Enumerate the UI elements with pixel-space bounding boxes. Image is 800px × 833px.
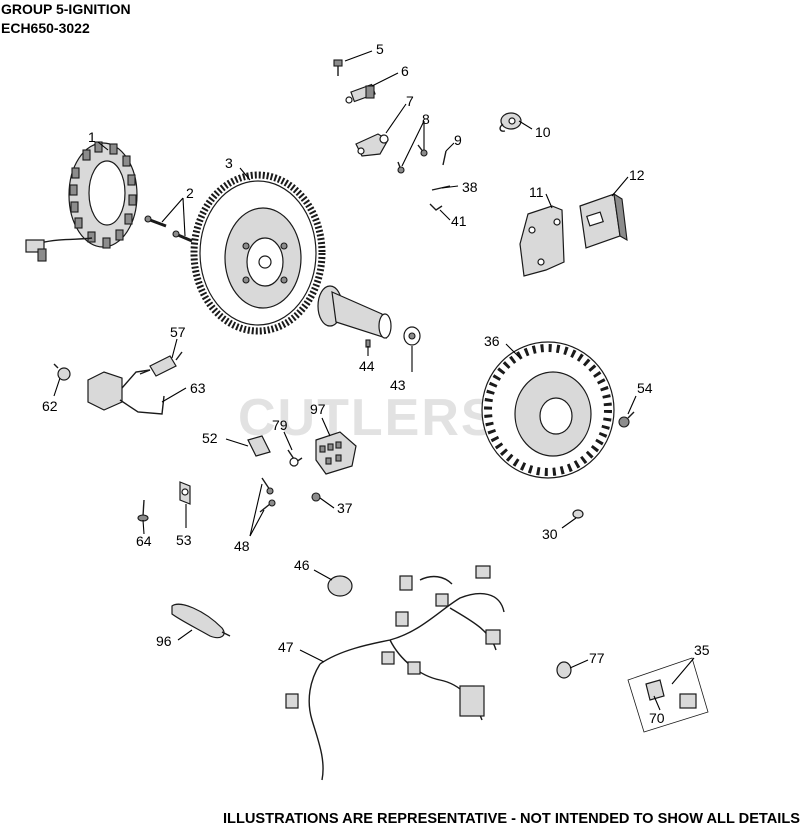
- callout-9: 9: [454, 132, 462, 148]
- part-1-stator: [25, 141, 138, 262]
- part-96-strap: [171, 603, 231, 639]
- part-97-rectifier: [315, 431, 357, 475]
- callout-12: 12: [629, 167, 645, 183]
- part-11-mounting-bracket: [519, 205, 565, 277]
- callout-47: 47: [278, 639, 294, 655]
- part-41-clip: [429, 203, 443, 211]
- callout-5: 5: [376, 41, 384, 57]
- part-2-screws: [144, 215, 193, 243]
- callout-79: 79: [272, 417, 288, 433]
- part-7-bracket: [355, 133, 389, 157]
- callout-46: 46: [294, 557, 310, 573]
- callout-7: 7: [406, 93, 414, 109]
- callout-41: 41: [451, 213, 467, 229]
- part-8-screws: [397, 144, 428, 174]
- part-46-grommet: [327, 575, 353, 597]
- part-6-sensor: [345, 83, 376, 104]
- callout-37: 37: [337, 500, 353, 516]
- watermark: CUTLERS: [238, 389, 498, 447]
- callout-77: 77: [589, 650, 605, 666]
- part-54-nut: [618, 411, 635, 428]
- part-38-clip: [431, 185, 451, 191]
- part-44-key: [365, 339, 371, 348]
- callout-44: 44: [359, 358, 375, 374]
- part-30-cap: [572, 509, 584, 519]
- part-57-spark-plug: [139, 351, 183, 377]
- leader-lines: [53, 50, 695, 711]
- disclaimer-footer: ILLUSTRATIONS ARE REPRESENTATIVE - NOT I…: [223, 811, 800, 827]
- callout-52: 52: [202, 430, 218, 446]
- part-62-clip: [53, 363, 71, 381]
- callout-63: 63: [190, 380, 206, 396]
- part-5-bolt: [333, 59, 343, 76]
- callout-70: 70: [649, 710, 665, 726]
- callout-64: 64: [136, 533, 152, 549]
- group-title: GROUP 5-IGNITION: [1, 1, 131, 17]
- callout-6: 6: [401, 63, 409, 79]
- callout-2: 2: [186, 185, 194, 201]
- callout-1: 1: [88, 129, 96, 145]
- model-number: ECH650-3022: [1, 20, 90, 36]
- part-47-wiring-harness: [285, 565, 505, 781]
- callout-38: 38: [462, 179, 478, 195]
- callout-48: 48: [234, 538, 250, 554]
- part-10-grommet: [499, 112, 522, 132]
- callout-numbers: 1 2 3 5 6 7 8 9 10 11 12 30 35 36 37 38 …: [42, 41, 710, 726]
- callout-10: 10: [535, 124, 551, 140]
- callout-62: 62: [42, 398, 58, 414]
- callout-43: 43: [390, 377, 406, 393]
- part-48-screws: [259, 477, 276, 513]
- part-shaft: [317, 285, 392, 339]
- callout-35: 35: [694, 642, 710, 658]
- callout-97: 97: [310, 401, 326, 417]
- part-64-screw: [137, 499, 149, 522]
- part-36-fan: [481, 341, 615, 479]
- part-77-clip: [556, 661, 572, 679]
- callout-8: 8: [422, 111, 430, 127]
- callout-53: 53: [176, 532, 192, 548]
- part-52-plate: [247, 435, 271, 457]
- callout-54: 54: [637, 380, 653, 396]
- part-63-ignition-coil: [87, 369, 165, 415]
- callout-3: 3: [225, 155, 233, 171]
- part-53-clamp: [179, 481, 191, 505]
- callout-96: 96: [156, 633, 172, 649]
- part-9-pin: [442, 150, 447, 166]
- part-37-nut: [311, 492, 321, 502]
- callout-30: 30: [542, 526, 558, 542]
- part-43-washer: [403, 326, 421, 346]
- callout-57: 57: [170, 324, 186, 340]
- part-3-flywheel: [190, 171, 326, 335]
- part-79-terminal: [287, 449, 303, 467]
- callout-11: 11: [529, 184, 544, 200]
- callout-36: 36: [484, 333, 500, 349]
- part-35-relay-kit: [627, 657, 709, 733]
- part-12-module: [579, 192, 628, 249]
